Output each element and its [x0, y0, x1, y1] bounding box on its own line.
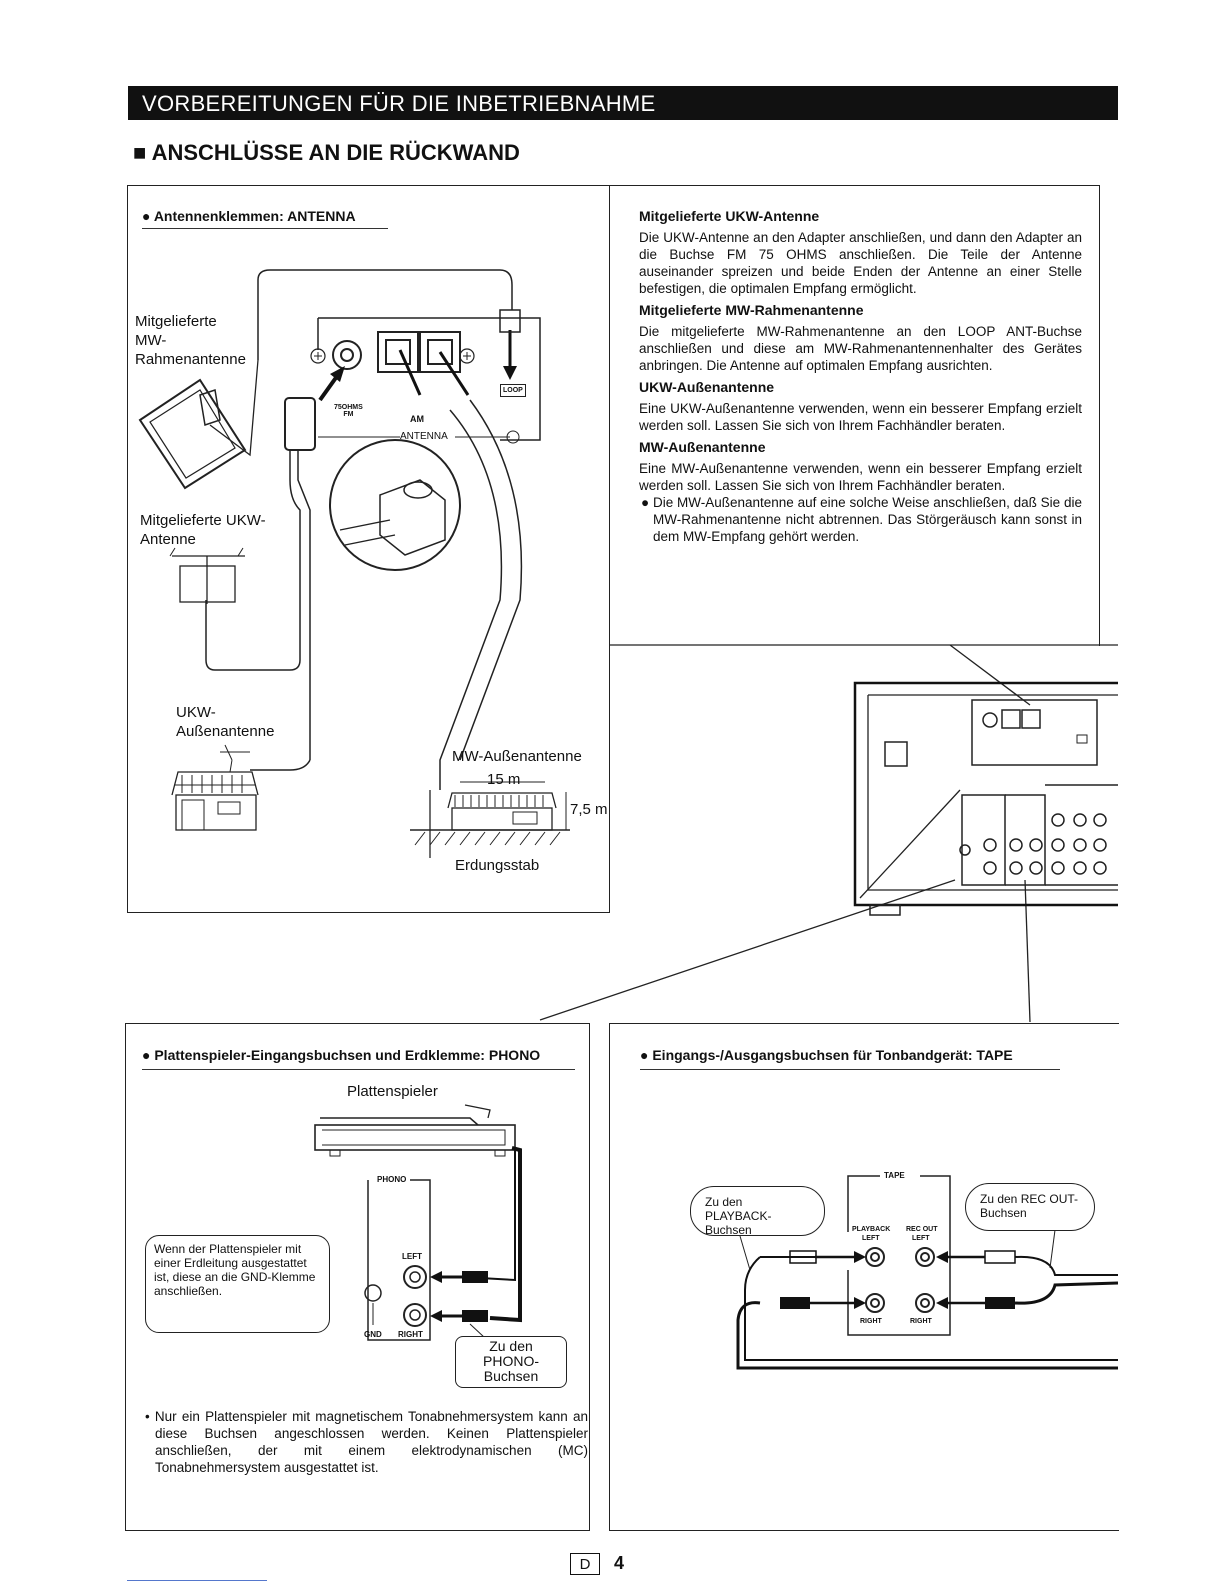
- page-number: 4: [614, 1553, 625, 1573]
- footer-rule: [127, 1580, 267, 1581]
- text-body-mw-loop: Die mitgelieferte MW-Rahmenantenne an de…: [639, 324, 1082, 373]
- antenna-text-column: Mitgelieferte UKW-Antenne Die UKW-Antenn…: [639, 208, 1082, 545]
- phono-gnd-label: GND: [364, 1330, 382, 1339]
- label-fm-terminal: 75OHMS FM: [334, 404, 363, 418]
- language-code: D: [570, 1553, 600, 1575]
- tape-left-playback: LEFT: [862, 1235, 880, 1242]
- label-mw-outdoor: MW-Außenantenne: [452, 748, 582, 765]
- text-title-ukw-outdoor: UKW-Außenantenne: [639, 379, 775, 395]
- tape-section: [609, 1023, 1119, 1531]
- callout-gnd: Wenn der Plattenspieler mit einer Erdlei…: [145, 1235, 330, 1333]
- callout-phono-jacks: Zu den PHONO- Buchsen: [455, 1336, 567, 1388]
- phono-panel-label: PHONO: [377, 1175, 407, 1184]
- label-am-terminal: AM: [410, 414, 424, 424]
- text-body-ukw-outdoor: Eine UKW-Außenantenne verwenden, wenn ei…: [639, 401, 1082, 433]
- label-ukw-outdoor: UKW- Außenantenne: [176, 704, 275, 740]
- callout-recout: Zu den REC OUT- Buchsen: [965, 1183, 1095, 1231]
- text-title-mw-loop: Mitgelieferte MW-Rahmenantenne: [639, 302, 864, 318]
- antenna-heading: ● Antennenklemmen: ANTENNA: [142, 208, 388, 229]
- tape-left-recout: LEFT: [912, 1235, 930, 1242]
- label-distance-vertical: 7,5 m: [570, 801, 608, 818]
- label-distance-horizontal: 15 m: [487, 771, 521, 788]
- page-title-bar: VORBEREITUNGEN FÜR DIE INBETRIEBNAHME: [128, 86, 1118, 120]
- label-loop: LOOP: [500, 384, 526, 397]
- callout-playback: Zu den PLAYBACK- Buchsen: [690, 1186, 825, 1237]
- tape-right-recout: RIGHT: [910, 1318, 932, 1325]
- label-ukw-supplied: Mitgelieferte UKW- Antenne: [140, 512, 266, 548]
- label-mw-loop: Mitgelieferte MW- Rahmenantenne: [135, 313, 246, 368]
- phono-section: [125, 1023, 590, 1531]
- tape-recout-label: REC OUT: [906, 1226, 938, 1233]
- section-title: ■ ANSCHLÜSSE AN DIE RÜCKWAND: [133, 140, 520, 165]
- label-antenna-bar: ANTENNA: [400, 431, 448, 442]
- turntable-label: Plattenspieler: [347, 1083, 438, 1100]
- text-title-ukw-supplied: Mitgelieferte UKW-Antenne: [639, 208, 820, 224]
- text-body-mw-outdoor: Eine MW-Außenantenne verwenden, wenn ein…: [639, 461, 1082, 493]
- phono-left-label: LEFT: [402, 1252, 422, 1261]
- phono-right-label: RIGHT: [398, 1330, 423, 1339]
- text-bullet-mw-outdoor: ● Die MW-Außenantenne auf eine solche We…: [641, 495, 1082, 544]
- phono-heading: ● Plattenspieler-Eingangsbuchsen und Erd…: [142, 1047, 575, 1070]
- label-ground-rod: Erdungsstab: [455, 857, 540, 874]
- tape-playback-label: PLAYBACK: [852, 1226, 891, 1233]
- antenna-text-frame: [609, 185, 1100, 646]
- text-body-ukw-supplied: Die UKW-Antenne an den Adapter anschließ…: [639, 230, 1082, 296]
- antenna-section: [127, 185, 610, 913]
- text-title-mw-outdoor: MW-Außenantenne: [639, 439, 766, 455]
- tape-right-playback: RIGHT: [860, 1318, 882, 1325]
- tape-heading: ● Eingangs-/Ausgangsbuchsen für Tonbandg…: [640, 1047, 1060, 1070]
- phono-note: • Nur ein Plattenspieler mit magnetische…: [145, 1409, 588, 1475]
- tape-panel-label: TAPE: [884, 1171, 905, 1180]
